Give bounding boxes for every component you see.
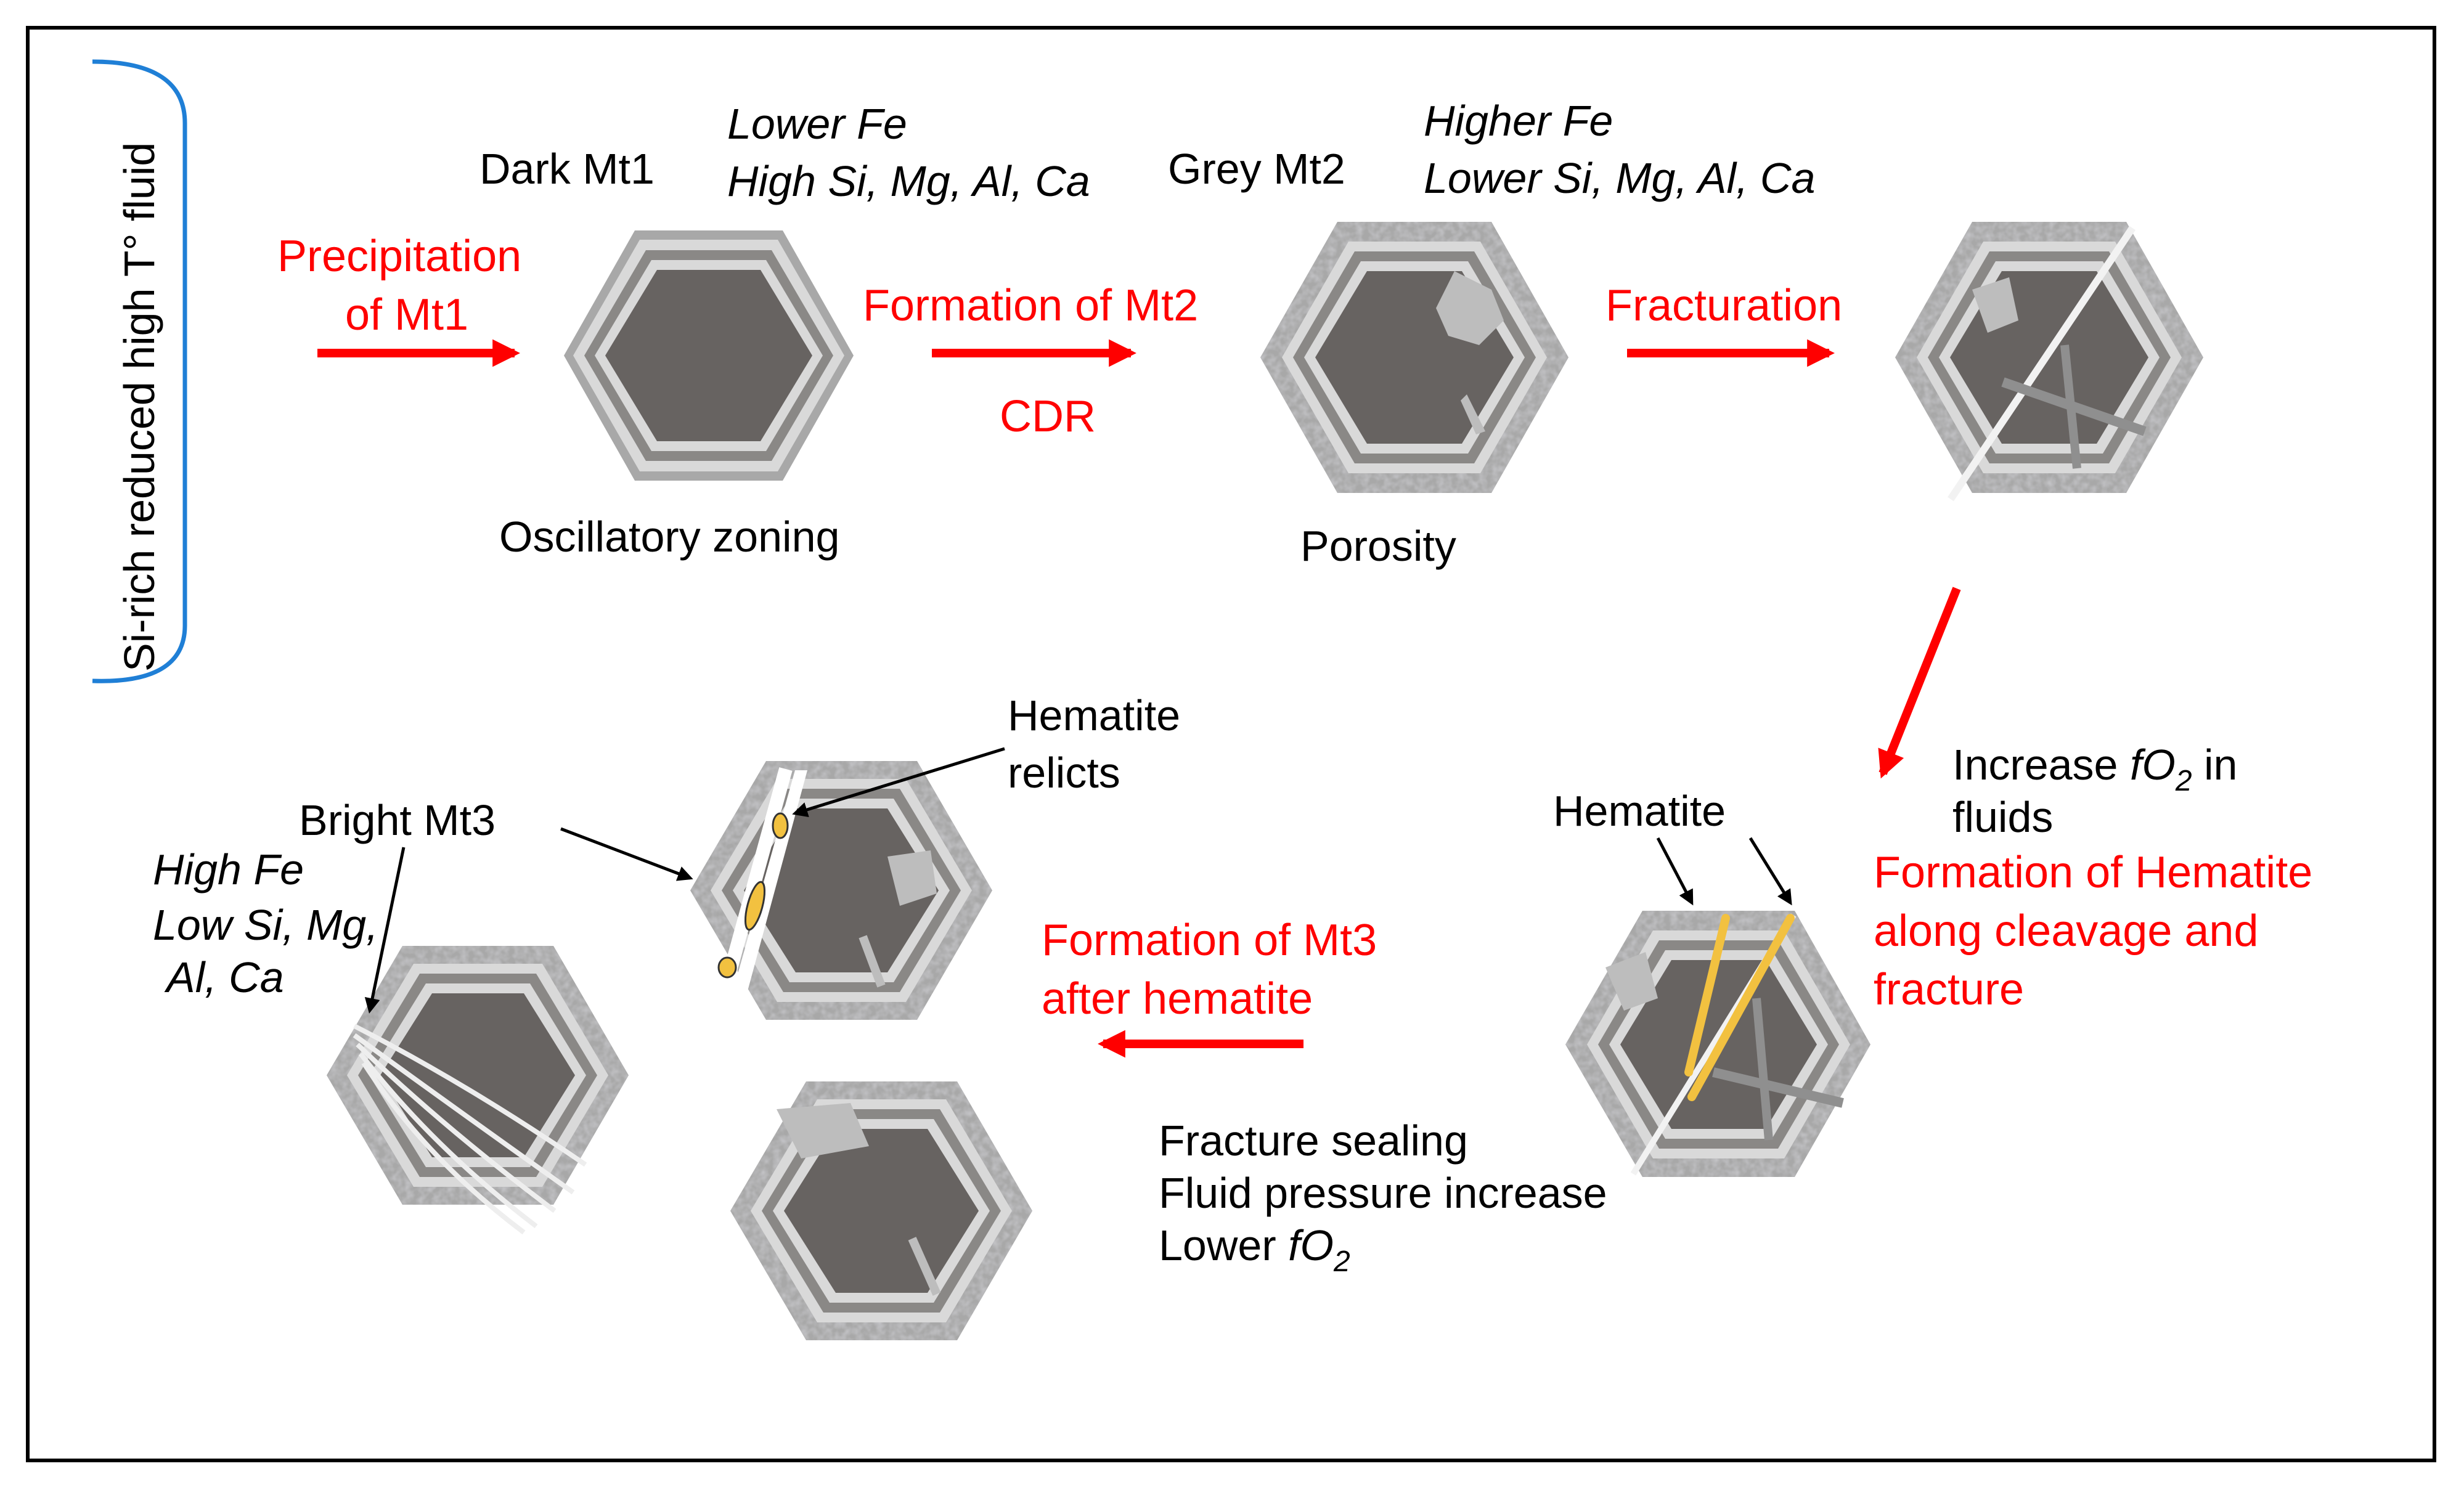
stage1-composition-line2: High Si, Mg, Al, Ca (727, 157, 1090, 205)
stage3-arrow-label: Fracturation (1605, 281, 1842, 330)
side-bracket: Si-rich reduced high T° fluid (92, 59, 187, 683)
relict-label-line1: Hematite (1008, 691, 1180, 739)
bright-mt3-pointer-2 (364, 847, 406, 1014)
stage4-arrow (1878, 587, 1961, 779)
stage2-pore (1461, 394, 1485, 434)
hematite-crystal (1565, 911, 1870, 1177)
hematite-lath (1684, 914, 1730, 1077)
stage4-arrow-label-line3: fracture (1874, 965, 2024, 1014)
hematite-relict (744, 881, 766, 931)
stage1-caption: Oscillatory zoning (499, 513, 839, 561)
stage4-condition-italic: fO (2130, 741, 2176, 789)
stage2-arrow-sublabel: CDR (1000, 392, 1096, 441)
stage5-arrow-label-line2: after hematite (1042, 974, 1313, 1024)
stage2-title: Grey Mt2 (1168, 145, 1345, 193)
hematite-pointers (1656, 837, 1792, 906)
stage4-mineral-label: Hematite (1553, 787, 1726, 835)
mt3-crystal-cluster (327, 761, 1032, 1340)
side-bracket-label: Si-rich reduced high T° fluid (115, 142, 163, 672)
mt3-crystal-bottom (730, 1081, 1032, 1340)
bright-mt3-composition-line3: Al, Ca (164, 953, 284, 1001)
stage4-condition-sub: 2 (2175, 765, 2192, 797)
bright-mt3-pointer (560, 827, 693, 881)
stage5-condition-line3: Lower fO2 (1159, 1221, 1350, 1278)
stage4-condition-line1: Increase fO2 in (1952, 741, 2237, 797)
stage4-arrow-label-line1: Formation of Hematite (1874, 848, 2312, 897)
fractured-crystal (1895, 222, 2203, 502)
stage5-arrow-label-line1: Formation of Mt3 (1042, 916, 1377, 965)
bright-mt3-composition-line1: High Fe (153, 845, 304, 894)
stage5-fo2-prefix: Lower (1159, 1221, 1288, 1269)
dark-mt1-crystal (564, 230, 854, 481)
stage5-fo2-sub: 2 (1333, 1245, 1350, 1278)
stage2-composition-line1: Higher Fe (1424, 97, 1613, 145)
stage2-caption: Porosity (1300, 522, 1456, 570)
stage2-arrow-label: Formation of Mt2 (863, 281, 1198, 330)
stage1-arrow-label-line1: Precipitation (277, 232, 521, 281)
bright-mt3-composition-line2: Low Si, Mg, (153, 901, 378, 949)
stage4-arrow-label-line2: along cleavage and (1874, 906, 2259, 956)
relict-pointer (792, 747, 1005, 818)
stage1-arrow-label-line2: of Mt1 (345, 290, 468, 340)
stage1-composition-line1: Lower Fe (727, 100, 907, 148)
stage2-pore (1436, 271, 1504, 345)
bright-mt3-streaks (353, 1024, 587, 1235)
stage4-condition-prefix: Increase (1952, 741, 2130, 789)
outer-frame (26, 26, 2436, 1462)
stage5-condition-line1: Fracture sealing (1159, 1117, 1468, 1165)
hematite-relict (772, 812, 789, 839)
stage4-condition-suffix: in (2192, 741, 2238, 789)
bright-mt3-label: Bright Mt3 (299, 796, 496, 844)
stage4-condition-line2: fluids (1952, 793, 2053, 841)
mt3-crystal-top (690, 761, 992, 1066)
stage1-title: Dark Mt1 (479, 145, 655, 193)
grey-mt2-crystal (1260, 222, 1569, 493)
stage2-composition-line2: Lower Si, Mg, Al, Ca (1424, 154, 1815, 202)
hematite-lath (1687, 914, 1795, 1101)
relict-label-line2: relicts (1008, 749, 1120, 797)
stage5-fo2-italic: fO (1288, 1221, 1334, 1269)
hematite-relict (717, 956, 737, 979)
stage5-condition-line2: Fluid pressure increase (1159, 1169, 1607, 1217)
mt3-crystal-left (327, 946, 629, 1235)
